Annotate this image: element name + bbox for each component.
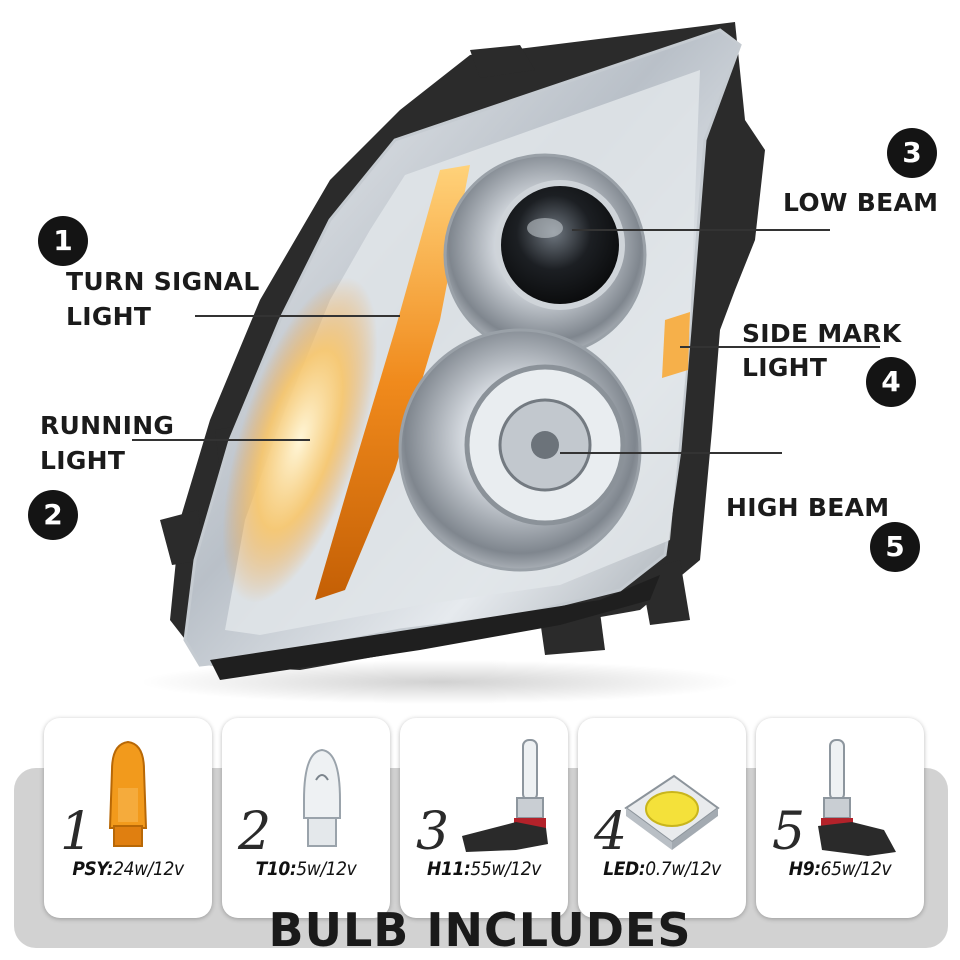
callout-2-label-line2: LIGHT xyxy=(40,446,126,475)
callout-1-label-line1: TURN SIGNAL xyxy=(66,267,260,296)
bulb-number: 5 xyxy=(772,802,806,862)
bulb-spec: H9:65w/12v xyxy=(788,858,892,880)
halogen-h9-bulb-icon xyxy=(818,739,896,856)
bulb-card-3: 3 H11:55w/12v xyxy=(400,718,568,918)
bulb-includes-title: BULB INCLUDES xyxy=(268,903,692,957)
bulb-card-2: 2 T10:5w/12v xyxy=(222,718,390,918)
halogen-h11-bulb-icon xyxy=(462,739,548,852)
headlight-image xyxy=(132,22,880,704)
bulb-spec: PSY:24w/12v xyxy=(72,858,184,880)
callout-4-badge: 4 xyxy=(866,357,916,407)
callout-5-label-line1: HIGH BEAM xyxy=(726,493,890,522)
bulb-card-1: 1 PSY:24w/12v xyxy=(44,718,212,918)
callout-3-badge: 3 xyxy=(887,128,937,178)
callout-2-label-line1: RUNNING xyxy=(40,411,175,440)
led-chip-icon xyxy=(624,774,720,850)
callout-2-badge: 2 xyxy=(28,490,78,540)
amber-wedge-bulb-icon xyxy=(108,740,148,847)
bulb-spec: T10:5w/12v xyxy=(255,858,357,880)
bulb-spec: LED:0.7w/12v xyxy=(603,858,721,880)
callout-4-label-line2: LIGHT xyxy=(742,353,828,382)
bulb-spec: H11:55w/12v xyxy=(427,858,541,880)
bulb-card-5: 5 H9:65w/12v xyxy=(756,718,924,918)
bulb-number: 1 xyxy=(60,802,94,862)
bulb-number: 2 xyxy=(238,802,272,862)
callout-4-label-line1: SIDE MARK xyxy=(742,319,902,348)
callout-1-badge: 1 xyxy=(38,216,88,266)
callout-5-badge: 5 xyxy=(870,522,920,572)
bulb-card-4: 4 LED:0.7w/12v xyxy=(578,718,746,918)
bulb-number: 3 xyxy=(416,802,450,862)
bulb-number: 4 xyxy=(594,802,628,862)
clear-wedge-bulb-icon xyxy=(303,748,341,847)
callout-1-label-line2: LIGHT xyxy=(66,302,152,331)
callout-3-label-line1: LOW BEAM xyxy=(783,188,939,217)
